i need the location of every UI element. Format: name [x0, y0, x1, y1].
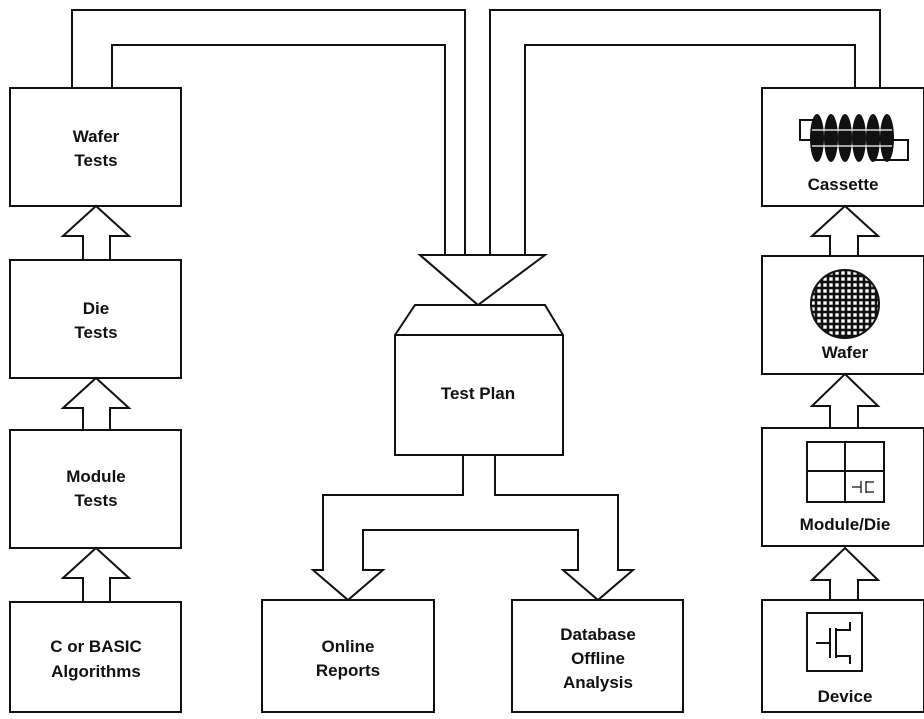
cassette-icon [799, 114, 909, 162]
die-to-wafer-tests-arrow [60, 204, 132, 260]
online-reports-box [261, 599, 435, 713]
online-reports-label-line2: Reports [316, 661, 380, 680]
wafer-tests-box [9, 87, 182, 207]
test-plan-box [394, 304, 564, 456]
die-tests-label-line2: Tests [74, 323, 117, 342]
die-tests-box [9, 259, 182, 379]
wafer-icon [810, 269, 880, 339]
wafer-tests-label-line2: Tests [74, 151, 117, 170]
algorithms-to-module-tests-arrow [60, 546, 132, 602]
wafer-label: Wafer [822, 343, 869, 362]
module-die-label: Module/Die [800, 515, 891, 534]
database-label-line3: Analysis [563, 673, 633, 692]
test-plan-to-online-reports-arrow [310, 455, 464, 602]
module-tests-label-line1: Module [66, 467, 126, 486]
wafer-to-cassette-arrow [809, 204, 881, 256]
cassette-label: Cassette [808, 175, 879, 194]
device-label: Device [818, 687, 873, 706]
algorithms-label-line1: C or BASIC [50, 637, 142, 656]
test-plan-to-database-arrow [460, 455, 636, 602]
test-plan-label: Test Plan [441, 384, 515, 403]
transistor-icon [806, 612, 863, 672]
module-to-die-tests-arrow [60, 376, 132, 430]
online-reports-label-line1: Online [322, 637, 375, 656]
die-tests-label-line1: Die [83, 299, 109, 318]
module-die-to-wafer-arrow [809, 372, 881, 428]
test-plan-inlet-arrowhead [417, 254, 549, 307]
algorithms-box [9, 601, 182, 713]
module-die-icon [806, 441, 885, 503]
module-tests-box [9, 429, 182, 549]
algorithms-label-line2: Algorithms [51, 662, 141, 681]
database-label-line2: Offline [571, 649, 625, 668]
database-box [511, 599, 684, 713]
database-label-line1: Database [560, 625, 636, 644]
device-to-module-die-arrow [809, 546, 881, 600]
module-tests-label-line2: Tests [74, 491, 117, 510]
wafer-tests-label-line1: Wafer [73, 127, 120, 146]
